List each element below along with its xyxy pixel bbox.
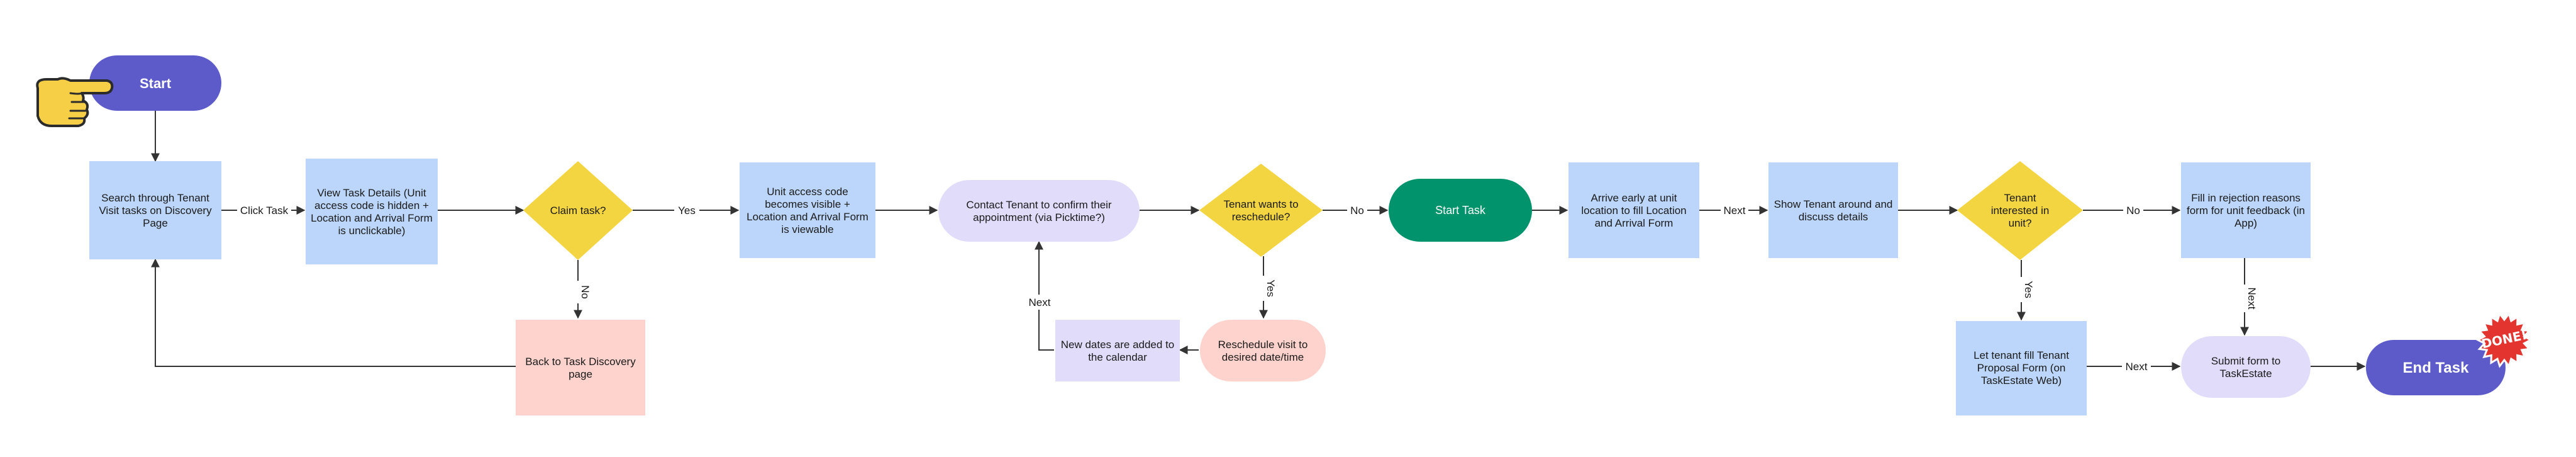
new-dates-node [1055,320,1180,381]
end-task-label: End Task [2403,359,2470,376]
show-tenant-node [1768,162,1898,258]
search-tasks-node [89,161,221,259]
edge-label-arrive-next: Next [1724,205,1746,217]
reschedule-visit-node [1200,320,1326,381]
edge-label-click-task: Click Task [240,205,289,217]
edge-back-to-search [151,258,516,367]
contact-tenant-node [938,180,1140,242]
edge-label-interested-no: No [2126,205,2140,217]
edge-label-reschedule-no: No [1350,205,1364,217]
submit-form-node [2181,336,2311,398]
claim-task-decision [523,161,633,260]
edge-label-reschedule-yes: Yes [1265,279,1277,297]
start-task-node [1389,179,1532,242]
edge-new-dates-to-contact [1035,240,1054,351]
edge-labels: Click Task Yes No No Yes Next Next No Ye… [237,203,2258,374]
end-task-node [2366,340,2506,395]
arrive-early-node [1568,162,1699,258]
edge-label-proposal-next: Next [2126,361,2148,373]
claim-task-label: Claim task? [550,205,606,217]
interested-decision [1957,161,2083,260]
edge-label-claim-yes: Yes [678,205,696,217]
done-badge-icon: DONE! [2475,312,2533,368]
access-code-visible-node [740,162,875,258]
start-task-label: Start Task [1435,204,1486,217]
start-label: Start [140,76,172,91]
edge-label-rejection-next: Next [2246,288,2258,310]
proposal-form-node [1956,321,2087,415]
pointing-hand-icon [36,77,114,127]
start-node [89,55,221,111]
wants-reschedule-decision [1199,164,1323,257]
fill-rejection-node [2181,162,2311,258]
edge-label-interested-yes: Yes [2023,281,2035,298]
back-to-discovery-node [516,320,645,415]
edge-label-claim-no: No [579,285,591,299]
edge-label-new-dates-next: Next [1029,296,1051,308]
view-details-node [306,159,438,264]
